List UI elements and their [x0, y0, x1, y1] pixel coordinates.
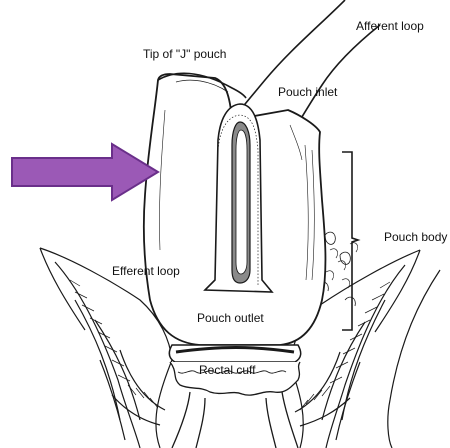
- label-tip-of-j-pouch: Tip of "J" pouch: [143, 47, 226, 61]
- purple-arrow-icon: [12, 144, 158, 200]
- label-efferent-loop: Efferent loop: [112, 264, 180, 278]
- label-afferent-loop: Afferent loop: [356, 19, 424, 33]
- left-muscle-texture: [70, 280, 158, 408]
- label-rectal-cuff: Rectal cuff: [199, 363, 255, 377]
- anal-canal: [172, 392, 298, 448]
- label-pouch-inlet: Pouch inlet: [278, 85, 337, 99]
- label-pouch-outlet: Pouch outlet: [197, 311, 264, 325]
- label-pouch-body: Pouch body: [384, 230, 447, 244]
